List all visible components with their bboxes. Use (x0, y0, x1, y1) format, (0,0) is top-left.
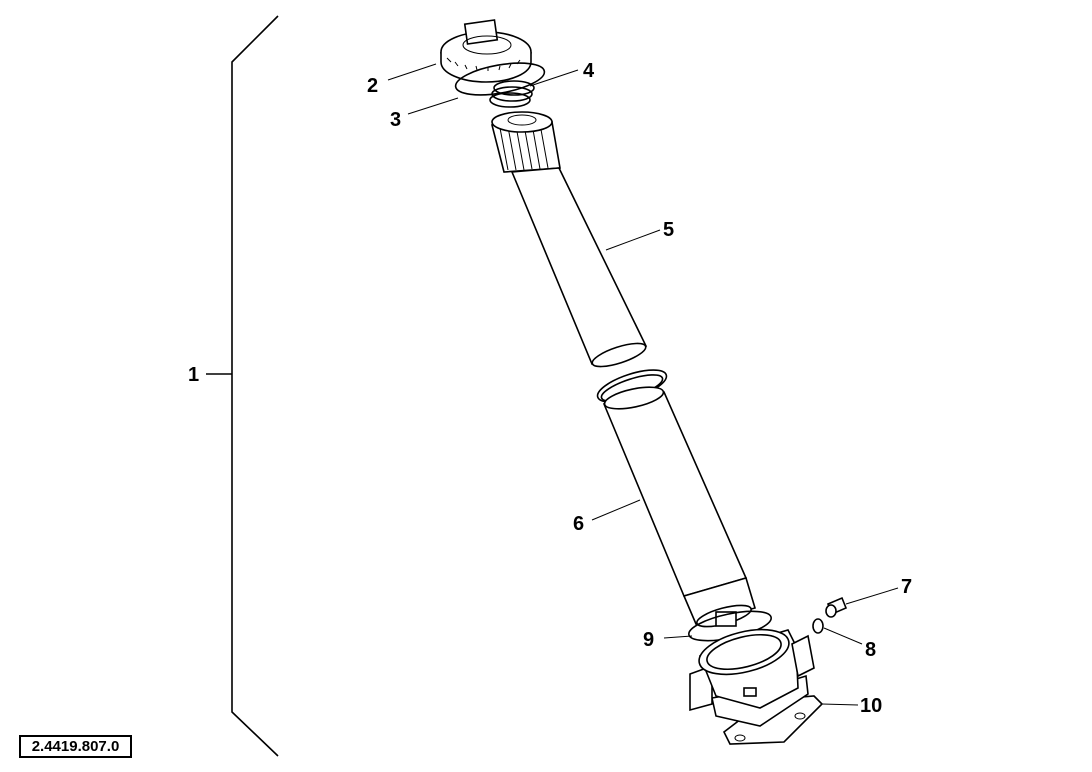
callout-5: 5 (663, 219, 674, 241)
callout-6: 6 (573, 513, 584, 535)
callout-10: 10 (860, 695, 882, 717)
callout-1: 1 (188, 364, 199, 386)
part-upper-filter-element (490, 111, 648, 368)
assembly-bracket (206, 15, 279, 757)
part-spring (489, 80, 535, 108)
callout-2: 2 (367, 75, 378, 97)
part-cap (440, 19, 532, 83)
reference-code-label: 2.4419.807.0 (19, 735, 132, 758)
part-small-o-ring (812, 618, 824, 634)
callout-9: 9 (643, 629, 654, 651)
callout-8: 8 (865, 639, 876, 661)
part-plug (825, 596, 848, 618)
callout-labels: 1 2 3 4 5 6 7 8 9 10 (188, 60, 912, 717)
callout-4: 4 (583, 60, 595, 82)
part-filter-housing (689, 628, 824, 745)
callout-3: 3 (390, 109, 401, 131)
callout-7: 7 (901, 576, 912, 598)
leader-lines (387, 63, 899, 706)
part-lower-filter-element (602, 386, 757, 628)
